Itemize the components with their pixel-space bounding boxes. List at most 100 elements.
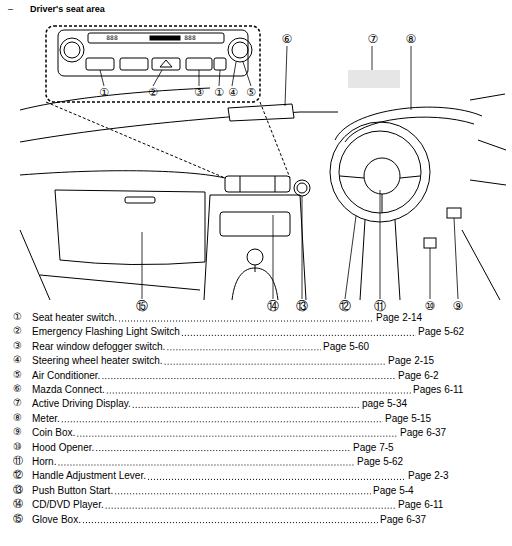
- dashboard-outline: [247, 249, 263, 265]
- dot-leader: [83, 522, 378, 523]
- dashboard-outline: [424, 238, 436, 248]
- dot-leader: [165, 364, 386, 365]
- page-reference: Page 5-15: [385, 413, 431, 425]
- dashboard-outline: [275, 176, 276, 192]
- dashboard-outline: [204, 195, 210, 300]
- dot-leader: [167, 349, 321, 350]
- dot-leader: [77, 436, 398, 437]
- dot-leader: [133, 407, 360, 408]
- item-name: Seat heater switch.: [32, 312, 117, 324]
- leader-lines: [100, 46, 458, 299]
- dashboard-outline: [364, 158, 400, 194]
- callout-number: ⑦: [368, 32, 379, 46]
- climate-panel-inset: [152, 58, 180, 70]
- climate-panel-inset: [120, 58, 148, 70]
- item-number: ⑫: [13, 469, 23, 481]
- climate-panel-inset: [88, 33, 224, 43]
- dashboard-outline: [225, 176, 290, 192]
- callout-number: ①: [214, 86, 224, 99]
- leader-lines: [285, 46, 411, 110]
- dashboard-outline: [20, 88, 506, 300]
- item-number: ⑬: [13, 484, 23, 496]
- dashboard-outline: [345, 117, 474, 142]
- bullet-dash: –: [8, 4, 13, 15]
- page-reference: Page 2-14: [376, 312, 422, 324]
- dot-leader: [102, 378, 396, 379]
- item-number: ⑩: [13, 441, 22, 453]
- page-reference: Page 5-62: [418, 326, 464, 338]
- dot-leader: [106, 508, 396, 509]
- item-number: ⑮: [13, 513, 23, 525]
- climate-panel-inset: [150, 36, 180, 40]
- display-digits: 888: [184, 34, 195, 41]
- page-reference: Page 6-2: [398, 370, 439, 382]
- item-number: ②: [13, 325, 22, 337]
- climate-panel-inset: [58, 30, 248, 76]
- page-reference: Page 5-62: [357, 456, 403, 468]
- callout-number: ⑬: [296, 299, 308, 313]
- item-name: Coin Box.: [32, 427, 75, 439]
- callout-number: ⑩: [425, 299, 436, 313]
- climate-panel-inset: [214, 58, 226, 70]
- item-number: ⑤: [13, 369, 22, 381]
- dashboard-outline: [294, 180, 310, 196]
- page-reference: Pages 6-11: [413, 384, 463, 396]
- page-reference: Page 5-4: [373, 485, 414, 497]
- item-name: Push Button Start.: [32, 485, 113, 497]
- item-number: ⑥: [13, 383, 22, 395]
- item-name: Hood Opener.: [32, 442, 94, 454]
- climate-panel-inset: [46, 26, 260, 102]
- page-reference: Page 2-15: [388, 355, 434, 367]
- section-title: Driver's seat area: [30, 4, 105, 15]
- dot-leader: [96, 450, 351, 451]
- dashboard-outline: [20, 230, 200, 300]
- page-reference: Page 6-11: [398, 499, 443, 511]
- climate-panel-inset: [86, 58, 114, 70]
- callout-number: ⑨: [453, 299, 464, 313]
- dashboard-outline: [255, 265, 256, 272]
- item-name: Handle Adjustment Lever.: [32, 470, 146, 482]
- item-number: ⑪: [13, 455, 23, 467]
- callout-number: ①: [99, 86, 109, 99]
- dot-leader: [58, 465, 355, 466]
- item-number: ⑧: [13, 412, 22, 424]
- dashboard-outline: [297, 183, 307, 193]
- climate-panel-inset: [186, 58, 212, 70]
- head-up-display: [348, 70, 400, 88]
- dot-leader: [119, 321, 374, 322]
- callout-number: ⑫: [339, 299, 351, 313]
- item-name: Glove Box.: [32, 514, 81, 526]
- leader-lines: [100, 62, 251, 86]
- callout-number: ⑥: [282, 32, 293, 46]
- item-number: ⑨: [13, 426, 22, 438]
- callout-number: ⑪: [374, 299, 386, 313]
- climate-panel-inset: [60, 38, 84, 62]
- dashboard-outline: [20, 171, 225, 178]
- dashboard-outline: [210, 195, 306, 300]
- climate-panel-inset: [232, 42, 248, 58]
- item-name: Active Driving Display.: [32, 398, 131, 410]
- item-name: Air Conditioner.: [32, 370, 100, 382]
- item-name: Steering wheel heater switch.: [32, 355, 163, 367]
- item-name: Emergency Flashing Light Switch: [32, 326, 180, 338]
- dot-leader: [148, 479, 406, 480]
- page-reference: Page 6-37: [400, 427, 446, 439]
- dot-leader: [182, 335, 416, 336]
- page-reference: Page 2-3: [408, 470, 449, 482]
- display-digits: 888: [106, 34, 117, 41]
- dot-leader: [107, 393, 411, 394]
- dashboard-outline: [55, 190, 205, 265]
- page-reference: Page 7-5: [353, 442, 394, 454]
- dashboard-outline: [447, 208, 461, 218]
- page-reference: page 5-34: [362, 398, 407, 410]
- dashboard-outline: [220, 212, 290, 236]
- dashboard-outline: [125, 197, 155, 203]
- dashboard-outline: [240, 176, 241, 192]
- page-reference: Page 5-60: [323, 341, 369, 353]
- climate-panel-inset: [46, 26, 290, 178]
- dot-leader: [62, 421, 383, 422]
- item-number: ⑦: [13, 397, 22, 409]
